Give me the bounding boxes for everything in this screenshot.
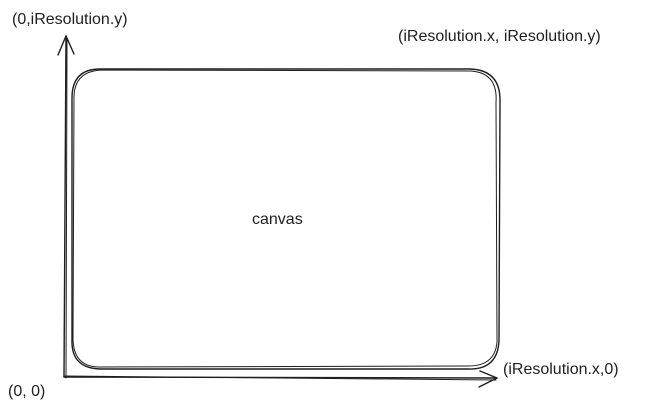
canvas-rectangle xyxy=(71,68,501,370)
label-bottom-right: (iResolution.x,0) xyxy=(503,361,619,378)
x-axis-line-sketch xyxy=(64,375,497,381)
canvas-rectangle-sketch xyxy=(72,69,498,368)
label-origin: (0, 0) xyxy=(8,383,46,400)
y-axis-line-sketch xyxy=(65,37,68,379)
y-axis-line xyxy=(63,35,67,378)
x-axis-arrowhead xyxy=(478,370,498,388)
label-top-left: (0,iResolution.y) xyxy=(12,11,128,28)
y-axis-arrowhead xyxy=(57,35,75,56)
label-top-right: (iResolution.x, iResolution.y) xyxy=(398,28,601,45)
label-canvas: canvas xyxy=(252,211,303,228)
